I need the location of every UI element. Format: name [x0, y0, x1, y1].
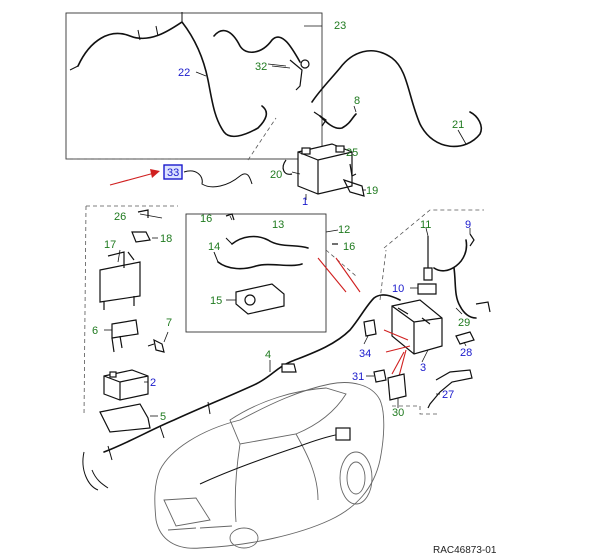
- callout-10: 10: [392, 283, 404, 295]
- inset-panel-23: [65, 12, 323, 160]
- leader-lines: [104, 63, 471, 408]
- callout-32: 32: [255, 61, 267, 73]
- callout-12: 12: [338, 224, 350, 236]
- inset-panel-12: [185, 213, 339, 333]
- callout-8: 8: [354, 95, 360, 107]
- callout-28: 28: [460, 347, 472, 359]
- callout-5: 5: [160, 411, 166, 423]
- callout-21: 21: [452, 119, 464, 131]
- callout-25: 25: [346, 147, 358, 159]
- callout-23: 23: [334, 20, 346, 32]
- callout-6: 6: [92, 325, 98, 337]
- battery-1: [297, 143, 353, 200]
- callout-4: 4: [265, 349, 271, 361]
- callout-19: 19: [366, 185, 378, 197]
- callout-15: 15: [210, 295, 222, 307]
- callout-33: 33: [167, 167, 179, 179]
- vehicle-outline: [82, 382, 385, 549]
- callout-30: 30: [392, 407, 404, 419]
- callout-17: 17: [104, 239, 116, 251]
- battery-3: [391, 299, 443, 355]
- callout-11: 11: [420, 219, 431, 231]
- callout-34: 34: [359, 348, 371, 360]
- callout-16-a: 16: [200, 213, 212, 225]
- red-arrow-icon: [150, 169, 160, 178]
- callout-labels: 1 2 3 4 5 6 7 8 9 10 11 12 13 14 15 16 1…: [92, 20, 472, 423]
- callout-3: 3: [420, 362, 426, 374]
- callout-31: 31: [352, 371, 364, 383]
- callout-27: 27: [442, 389, 454, 401]
- left-parts-group: [99, 209, 165, 433]
- callout-2: 2: [150, 377, 156, 389]
- callout-7: 7: [166, 317, 172, 329]
- callout-1: 1: [302, 196, 308, 208]
- callout-14: 14: [208, 241, 220, 253]
- callout-29: 29: [458, 317, 470, 329]
- callout-20: 20: [270, 169, 282, 181]
- callout-22: 22: [178, 67, 190, 79]
- callout-13: 13: [272, 219, 284, 231]
- callout-33-highlight: 33: [109, 164, 253, 188]
- callout-18: 18: [160, 233, 172, 245]
- callout-26: 26: [114, 211, 126, 223]
- callout-9: 9: [465, 219, 471, 231]
- callout-16-b: 16: [343, 241, 355, 253]
- diagram-reference-code: RAC46873-01: [433, 545, 497, 556]
